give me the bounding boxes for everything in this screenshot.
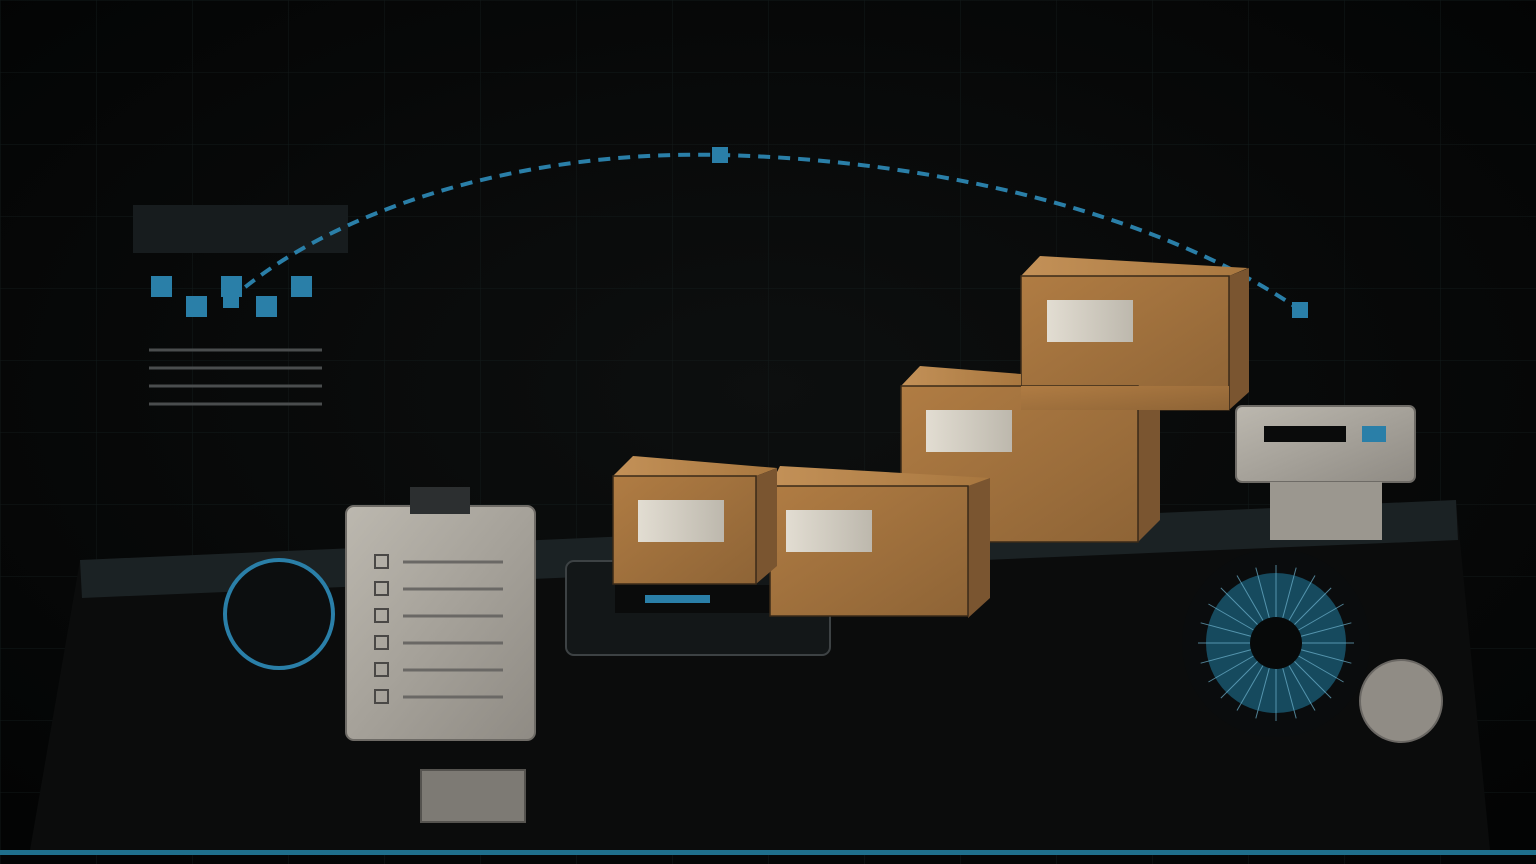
dial-spoke (1220, 587, 1258, 625)
dial-spoke (1236, 665, 1264, 711)
route-end-marker (1292, 302, 1308, 318)
dial-spoke (1208, 603, 1254, 631)
dial-spoke (1236, 575, 1264, 621)
dial-spoke (1300, 622, 1352, 637)
dial-spoke (1255, 667, 1270, 719)
clipboard-checklist-icon (345, 487, 536, 741)
status-ring-icon (223, 558, 335, 670)
info-panel-lines (149, 348, 322, 406)
dial-spoke (1294, 587, 1332, 625)
dial-spoke (1208, 655, 1254, 683)
dial-spoke (1282, 567, 1297, 619)
dial-spoke (1200, 649, 1252, 664)
dial-spoke (1298, 603, 1344, 631)
dial-spoke (1298, 655, 1344, 683)
clipboard-stand (420, 769, 526, 823)
dial-spoke (1294, 661, 1332, 699)
bottom-accent-bar (0, 850, 1536, 855)
control-knob-icon (1359, 659, 1443, 743)
route-start-marker (223, 292, 239, 308)
printer-icon (1235, 405, 1416, 540)
dial-spoke (1200, 622, 1252, 637)
shipping-box-icon (769, 466, 990, 618)
dial-spoke (1220, 661, 1258, 699)
route-mid-marker (712, 147, 728, 163)
dial-spoke (1255, 567, 1270, 619)
dial-spoke (1300, 649, 1352, 664)
dial-spoke (1288, 665, 1316, 711)
radial-dial-icon (1182, 549, 1370, 737)
dial-spoke (1288, 575, 1316, 621)
shipping-box-icon (612, 456, 777, 585)
info-panel-header (133, 205, 348, 253)
dial-spoke (1282, 667, 1297, 719)
